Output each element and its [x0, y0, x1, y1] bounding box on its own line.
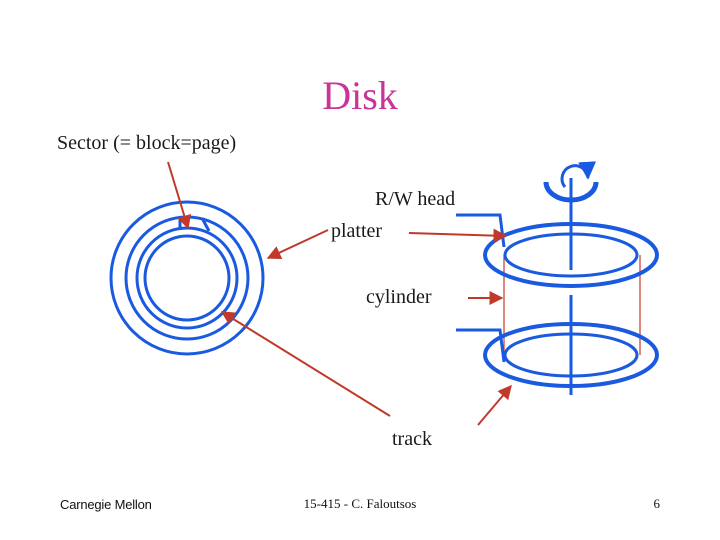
disk-stack-side-view — [456, 161, 659, 395]
platter-to-disk-arrow — [266, 229, 329, 260]
slide-title: Disk — [0, 72, 720, 119]
sector-arrow — [167, 161, 192, 230]
cylinder-label: cylinder — [366, 286, 432, 308]
platter-outer-ring — [109, 200, 265, 356]
track-to-stack-arrow — [477, 384, 512, 426]
sector-boundary-right — [200, 217, 211, 232]
rw-head-label: R/W head — [375, 188, 456, 210]
track-label: track — [392, 428, 432, 450]
track-to-disk-arrow — [220, 311, 391, 417]
footer-institution: Carnegie Mellon — [60, 497, 152, 512]
rotation-arrow-icon — [560, 161, 597, 188]
spindle-ring — [143, 234, 231, 322]
rw-head-lower-arm — [456, 328, 506, 363]
footer-page-number: 6 — [653, 496, 661, 511]
platter-label: platter — [331, 220, 383, 242]
platter-to-stack-arrow — [408, 228, 508, 243]
slide-title-text: Disk — [322, 73, 398, 118]
rotation-cup — [543, 181, 599, 203]
sector-label: Sector (= block=page) — [57, 132, 237, 154]
rw-head-upper-arm — [456, 213, 506, 248]
footer-course: 15-415 - C. Faloutsos — [303, 496, 417, 511]
